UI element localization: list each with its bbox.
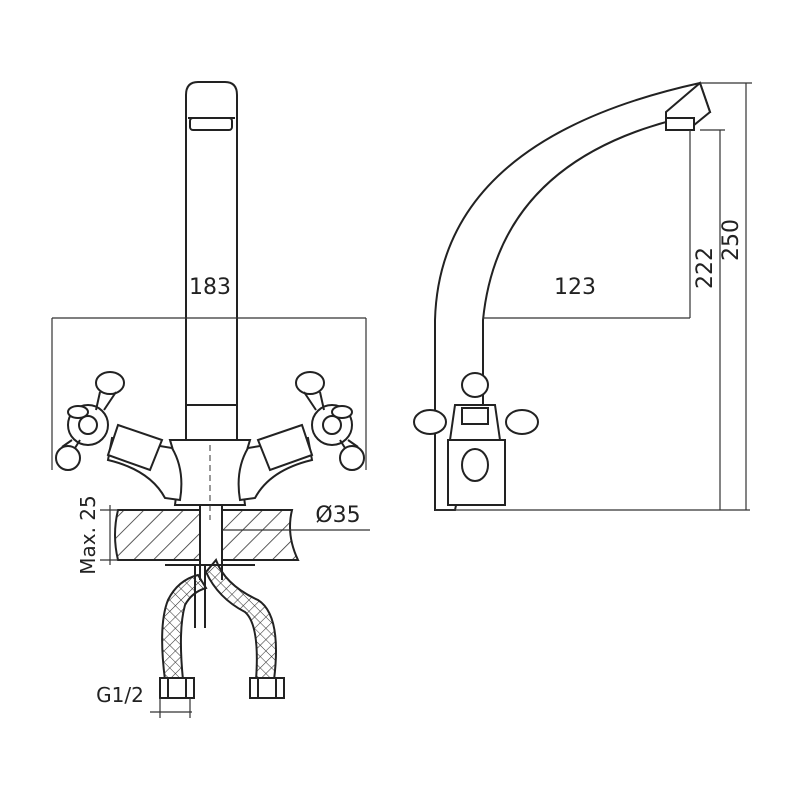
hole-diameter-dimension: Ø35	[222, 503, 370, 531]
mounting-surface	[114, 505, 300, 628]
reach-label: 123	[554, 275, 596, 300]
side-handle	[413, 372, 539, 506]
mounting-thickness-label: Max. 25	[76, 495, 100, 575]
thread-label: G1/2	[96, 683, 144, 707]
outlet-height-dimension: 222	[693, 129, 725, 510]
hole-diameter-label: Ø35	[315, 503, 360, 528]
left-handle	[55, 371, 183, 502]
right-handle	[237, 371, 365, 502]
total-height-dimension: 250	[700, 82, 752, 510]
side-view: 123 222 250	[413, 81, 752, 511]
thread-dimension: G1/2	[96, 683, 192, 718]
spout-width-label: 183	[189, 275, 231, 300]
mounting-thickness-dimension: Max. 25	[76, 495, 118, 575]
front-view: 183	[51, 81, 370, 718]
front-spout	[185, 81, 238, 441]
outlet-height-label: 222	[693, 247, 718, 289]
reach-dimension: 123	[483, 130, 691, 319]
spout-width-dimension: 183	[51, 275, 367, 470]
total-height-label: 250	[719, 219, 744, 261]
flexible-hoses	[159, 558, 285, 699]
